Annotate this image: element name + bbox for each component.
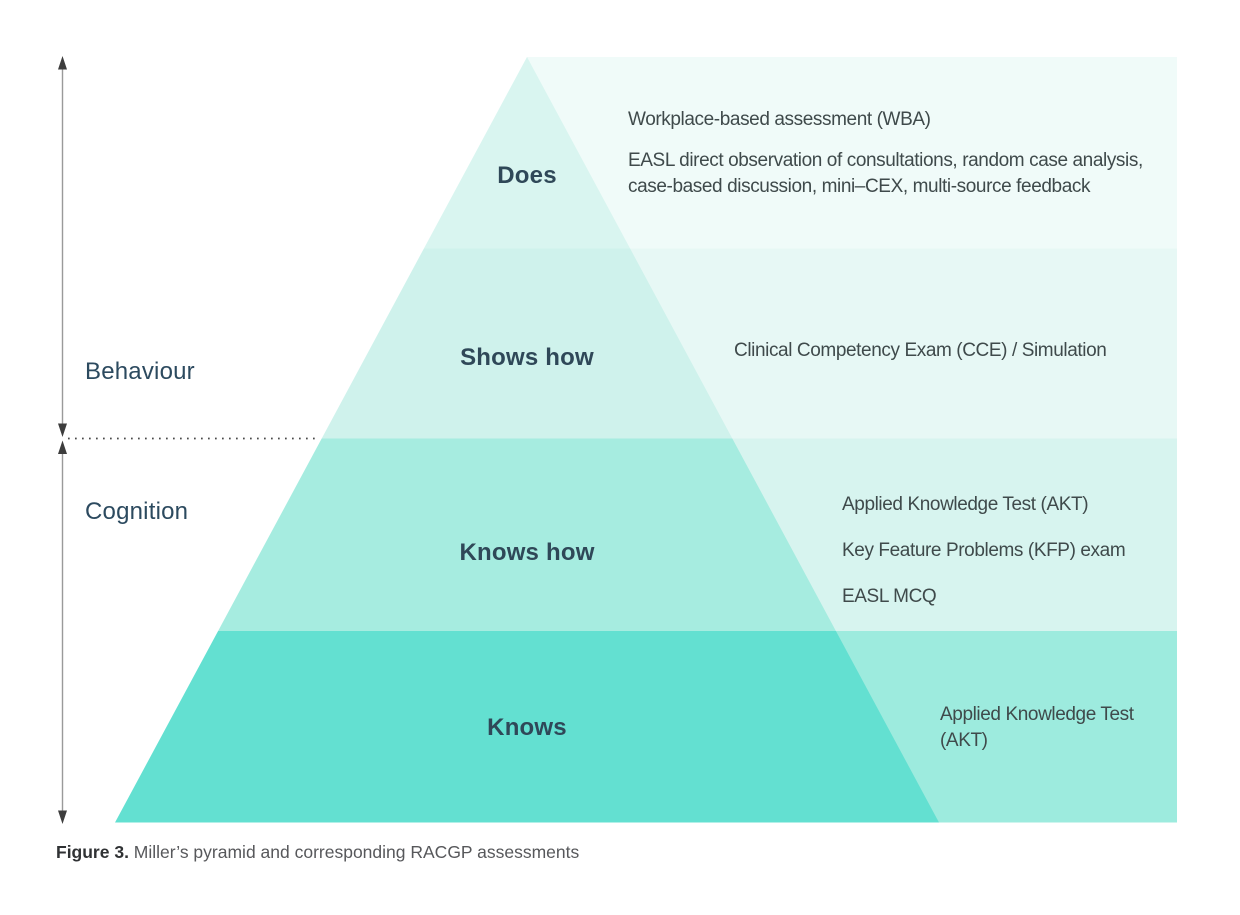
assessment-line: Key Feature Problems (KFP) exam [842,540,1126,561]
assessment-line: (AKT) [940,730,988,751]
arrowhead-up-middle-icon [58,440,67,454]
assessments-knows-how: Applied Knowledge Test (AKT) Key Feature… [842,492,1126,610]
pyramid-level-shows-how-triangle [321,248,733,439]
figure-caption-text: Miller’s pyramid and corresponding RACGP… [128,842,580,862]
pyramid-level-does-triangle [423,57,631,249]
pyramid-level-knows-triangle [115,631,939,823]
assessment-line: case-based discussion, mini–CEX, multi-s… [628,176,1091,197]
assessment-line: Applied Knowledge Test (AKT) [842,494,1089,515]
pyramid-level-knows-how-triangle [218,438,836,631]
level-label-knows-how: Knows how [459,539,595,566]
assessment-line: EASL MCQ [842,586,937,607]
figure-caption: Figure 3. Miller’s pyramid and correspon… [56,841,579,863]
figure-caption-label: Figure 3. [56,842,129,862]
behaviour-label: Behaviour [85,358,195,385]
arrowhead-down-middle-icon [58,423,67,437]
assessments-does: Workplace-based assessment (WBA) EASL di… [628,107,1143,200]
assessment-line: EASL direct observation of consultations… [628,150,1143,171]
level-label-knows: Knows [487,714,567,741]
assessments-shows-how: Clinical Competency Exam (CCE) / Simulat… [734,338,1107,364]
arrowhead-up-top-icon [58,56,67,70]
cognition-label: Cognition [85,498,189,525]
assessment-line: Clinical Competency Exam (CCE) / Simulat… [734,340,1107,361]
arrowhead-down-bottom-icon [58,810,67,824]
assessment-line: Workplace-based assessment (WBA) [628,109,931,130]
level-label-does: Does [497,162,557,189]
assessment-line: Applied Knowledge Test [940,704,1134,725]
level-label-shows-how: Shows how [460,344,594,371]
band-does [527,57,1177,249]
assessments-knows: Applied Knowledge Test (AKT) [940,702,1134,754]
